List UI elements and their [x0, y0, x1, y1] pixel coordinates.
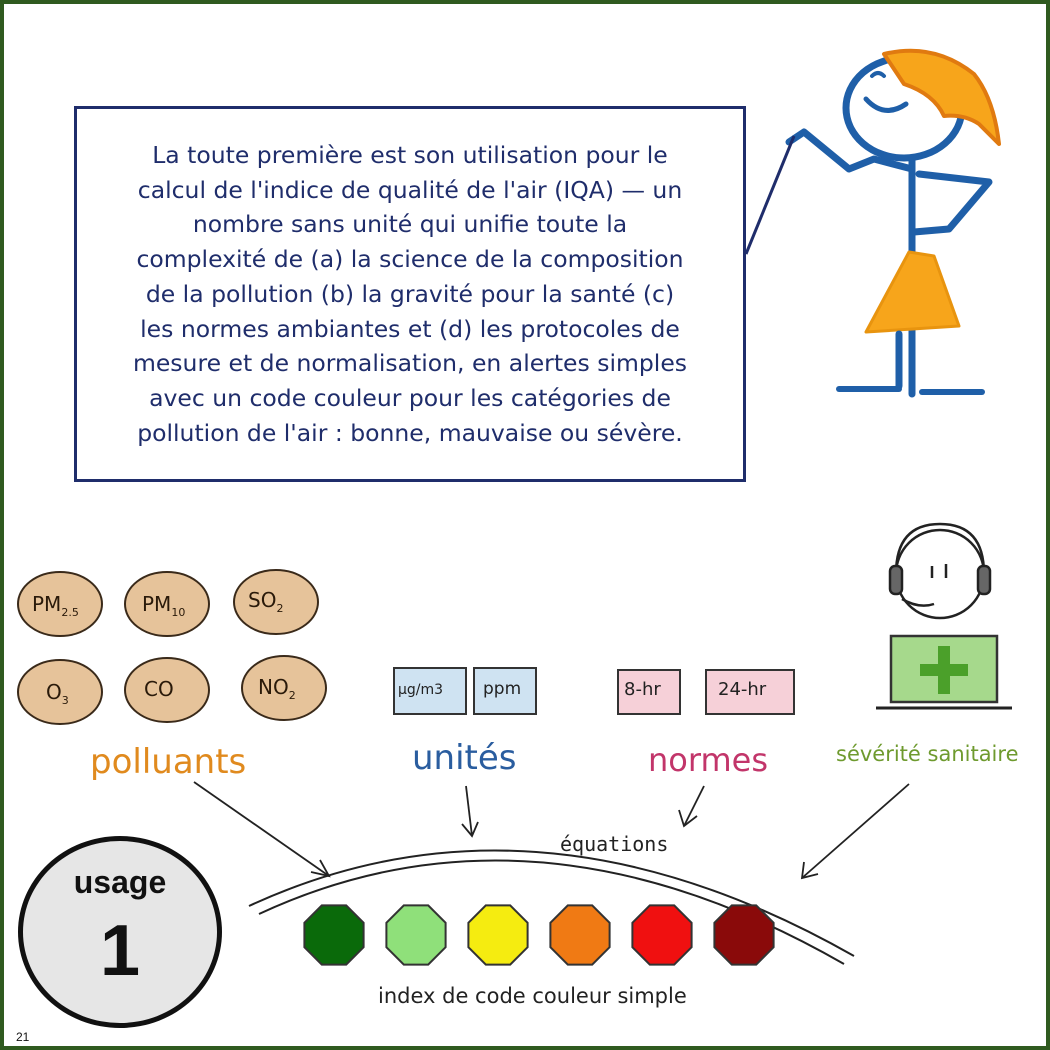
health-operator — [876, 522, 1012, 710]
color-index-octagon — [549, 904, 611, 966]
unit-chip-ugm3: μg/m3 — [398, 682, 444, 698]
speech-pointer — [744, 135, 796, 255]
usage-badge — [18, 836, 222, 1028]
standard-chip-24hr: 24-hr — [718, 679, 767, 700]
usage-word: usage — [73, 864, 167, 900]
pollutant-sub: 2.5 — [61, 606, 79, 619]
standards-label: normes — [648, 741, 768, 779]
usage-number: 1 — [99, 911, 141, 991]
pollutant-chip-pm25: PM2.5 — [32, 592, 79, 619]
color-index-group — [303, 904, 775, 966]
pollutant-main: PM — [32, 592, 62, 616]
speech-text: La toute première est son utilisation po… — [132, 141, 688, 447]
color-index-octagon — [631, 904, 693, 966]
standard-boxes — [617, 669, 795, 715]
health-severity-label: sévérité sanitaire — [836, 742, 1019, 766]
color-index-octagon — [713, 904, 775, 966]
unit-chip-ppm: ppm — [483, 679, 522, 699]
color-index-octagon — [467, 904, 529, 966]
illustration-layer — [17, 48, 1012, 966]
stick-figure-teacher — [785, 48, 1001, 398]
arrows — [193, 781, 910, 880]
pollutant-sub: 10 — [171, 606, 186, 619]
unit-boxes — [393, 667, 537, 715]
color-index-octagon — [303, 904, 365, 966]
units-label: unités — [412, 738, 517, 778]
pollutant-sub: 3 — [61, 694, 69, 707]
color-index-caption: index de code couleur simple — [378, 984, 687, 1008]
color-index-octagon — [385, 904, 447, 966]
pollutants-label: polluants — [90, 742, 247, 782]
standard-chip-8hr: 8-hr — [624, 679, 661, 700]
pollutant-main: PM — [142, 592, 172, 616]
pollutant-main: CO — [144, 677, 174, 701]
pollutant-group — [17, 569, 327, 725]
pollutant-chip-so2: SO2 — [248, 588, 283, 615]
pollutant-main: O — [46, 680, 62, 704]
speech-bubble — [74, 106, 746, 482]
pollutant-sub: 2 — [288, 689, 296, 702]
pollutant-main: NO — [258, 675, 289, 699]
pollutant-chip-o3: O3 — [46, 680, 69, 707]
pollutant-sub: 2 — [276, 602, 284, 615]
pollutant-chip-pm10: PM10 — [142, 592, 185, 619]
equations-label: équations — [560, 832, 669, 856]
pollutant-main: SO — [248, 588, 277, 612]
page-number: 21 — [16, 1030, 30, 1044]
pollutant-chip-no2: NO2 — [258, 675, 296, 702]
pollutant-chip-co: CO — [144, 677, 174, 701]
